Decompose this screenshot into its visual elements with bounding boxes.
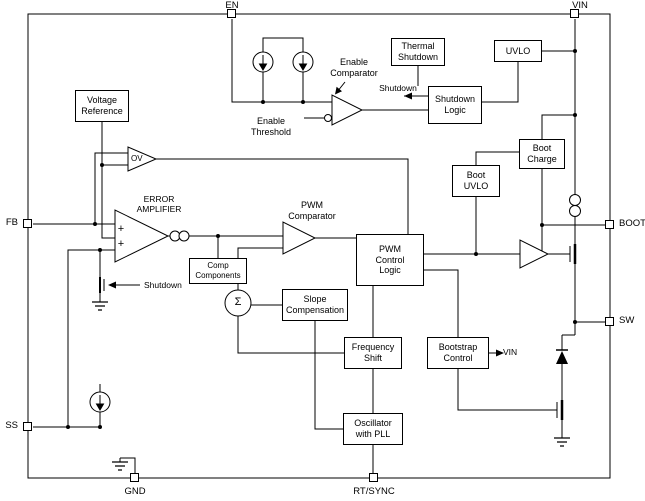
wire-pwm-bootstrap — [424, 269, 459, 337]
label-shutdown-signal: Shutdown — [379, 83, 417, 93]
pwm-comparator-symbol — [282, 221, 317, 255]
wire-fb — [33, 152, 128, 225]
block-uvlo: UVLO — [494, 40, 542, 62]
current-sense-icon — [569, 194, 581, 206]
label-ov-comparator: OV — [131, 154, 143, 163]
block-boot-charge: Boot Charge — [519, 139, 565, 169]
ea-output-icon — [178, 230, 190, 242]
wire-bootuvlo-bootcharge — [475, 151, 519, 165]
pin-label-ss: SS — [5, 420, 18, 431]
ground-icon — [554, 437, 570, 447]
label-summing-sigma: Σ — [234, 296, 242, 308]
pin-label-fb: FB — [5, 217, 18, 228]
error-amplifier-symbol — [114, 209, 170, 263]
wire-gnd — [119, 457, 136, 473]
wires — [33, 19, 605, 473]
wire-vref — [101, 122, 128, 239]
wire-bootcharge-vin — [541, 114, 575, 139]
catch-diode-icon — [556, 349, 568, 364]
wire-sw-node — [561, 264, 605, 438]
pin-gnd — [130, 473, 139, 482]
wire-freqshift-sum — [237, 316, 344, 354]
block-boot-uvlo: Boot UVLO — [452, 165, 500, 197]
block-comp-components: Comp Components — [189, 258, 247, 284]
pin-rt-sync — [369, 473, 378, 482]
block-frequency-shift: Frequency Shift — [344, 337, 402, 369]
junction-dots — [66, 49, 577, 429]
pin-label-sw: SW — [619, 315, 635, 326]
ground-icons — [92, 301, 570, 471]
signal-arrowheads — [108, 86, 504, 357]
wire-ls-gate — [457, 369, 558, 418]
label-shutdown-gate: Shutdown — [144, 280, 182, 290]
pin-ss — [23, 422, 32, 431]
block-shutdown-logic: Shutdown Logic — [428, 86, 482, 124]
shutdown-gate-arrow-icon — [108, 281, 116, 289]
pin-en — [227, 9, 236, 18]
block-voltage-reference: Voltage Reference — [75, 90, 129, 122]
inverting-bubble-icon — [324, 114, 332, 122]
wire-hs-gate — [548, 246, 571, 262]
ground-icon — [92, 301, 108, 311]
gate-driver-symbol — [519, 239, 550, 269]
enable-comparator-symbol — [331, 94, 364, 126]
pin-label-vin: VIN — [572, 0, 588, 11]
pin-fb — [23, 219, 32, 228]
block-pwm-control-logic: PWM Control Logic — [356, 234, 424, 286]
pin-boot — [605, 220, 614, 229]
block-bootstrap-control: Bootstrap Control — [427, 337, 489, 369]
label-ea-plus-input: + — [117, 223, 125, 235]
wire-uvlo — [482, 50, 575, 103]
vin-arrow-icon — [496, 349, 504, 357]
summing-junction-symbol — [224, 289, 252, 317]
enable-comparator-pointer-icon — [335, 86, 342, 95]
label-vin-internal: VIN — [503, 347, 518, 357]
shutdown-arrow-icon — [404, 92, 412, 100]
block-oscillator-with-pll: Oscillator with PLL — [343, 413, 403, 445]
label-error-amplifier: ERROR AMPLIFIER — [136, 194, 182, 215]
label-ea-plus-input: + — [117, 238, 125, 250]
wire-en — [231, 19, 332, 103]
wire-shutdown-fet — [99, 250, 140, 302]
pin-label-boot: BOOT — [619, 218, 645, 229]
label-enable-comparator: Enable Comparator — [330, 57, 378, 78]
current-source-arrows — [95, 55, 308, 411]
pin-label-en: EN — [225, 0, 239, 11]
pin-sw — [605, 317, 614, 326]
pin-vin — [570, 9, 579, 18]
block-slope-compensation: Slope Compensation — [282, 289, 348, 321]
ov-comparator-symbol — [127, 146, 158, 172]
label-pwm-comparator: PWM Comparator — [288, 200, 336, 221]
wire-ov-out — [156, 158, 409, 234]
ground-icon — [112, 461, 128, 471]
block-thermal-shutdown: Thermal Shutdown — [391, 38, 445, 66]
label-enable-threshold: Enable Threshold — [250, 116, 292, 137]
wire-slope-osc — [314, 321, 343, 430]
pin-label-rt-sync: RT/SYNC — [353, 486, 395, 497]
current-sense-icon — [569, 205, 581, 217]
pin-label-gnd: GND — [124, 486, 146, 497]
ic-boundary — [27, 13, 611, 479]
wire-en-current-sources — [262, 37, 304, 102]
